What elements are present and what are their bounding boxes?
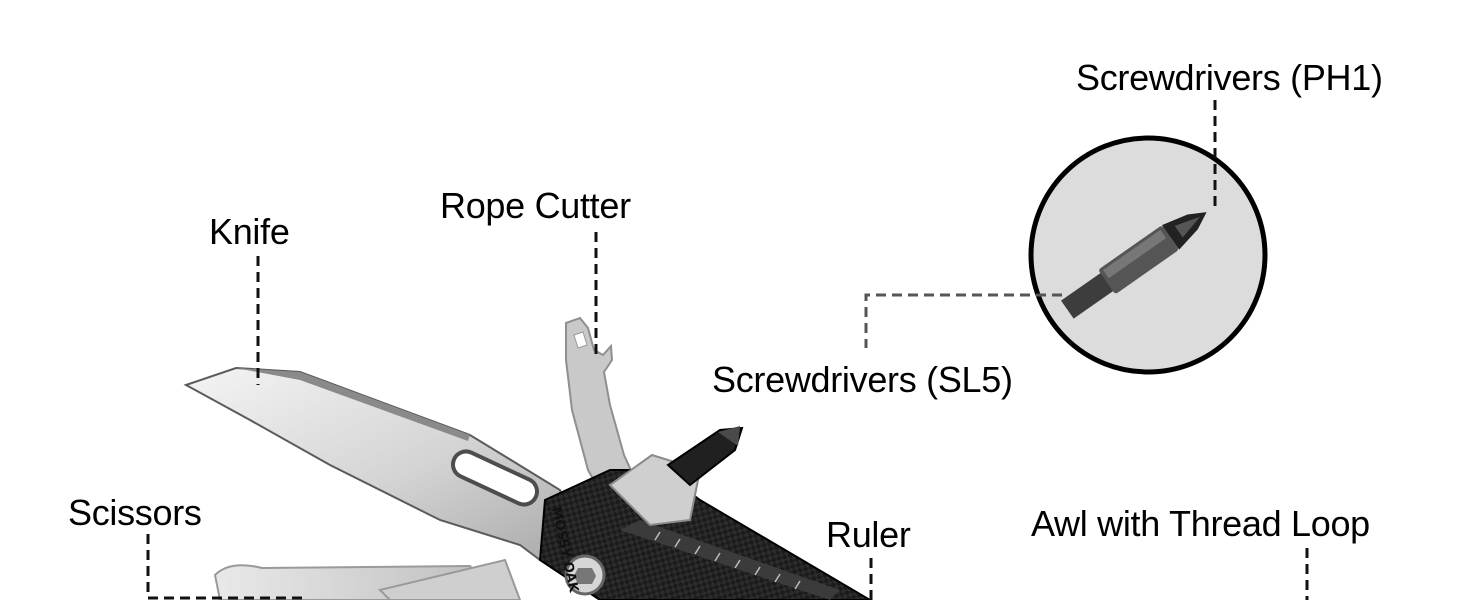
knife-blade xyxy=(183,366,580,562)
multitool-handle: MOSSY OAK xyxy=(538,469,872,600)
screwdriver-sl5-label: Screwdrivers (SL5) xyxy=(712,359,1013,400)
sl5-leader xyxy=(864,293,1062,348)
knife-label: Knife xyxy=(209,211,290,252)
rope-cutter-label: Rope Cutter xyxy=(440,185,631,226)
screwdriver-inset xyxy=(1028,135,1268,375)
ruler-label: Ruler xyxy=(826,514,911,555)
bit-holder xyxy=(608,426,744,527)
awl-label: Awl with Thread Loop xyxy=(1031,503,1370,544)
ruler-ticks xyxy=(654,531,801,590)
scissors-leader xyxy=(146,534,306,600)
screwdriver-ph1-label: Screwdrivers (PH1) xyxy=(1076,57,1383,98)
scissors-blade xyxy=(213,558,522,600)
rope-cutter-arm xyxy=(565,316,642,502)
scissors-label: Scissors xyxy=(68,492,202,533)
leader-lines xyxy=(146,100,1309,600)
